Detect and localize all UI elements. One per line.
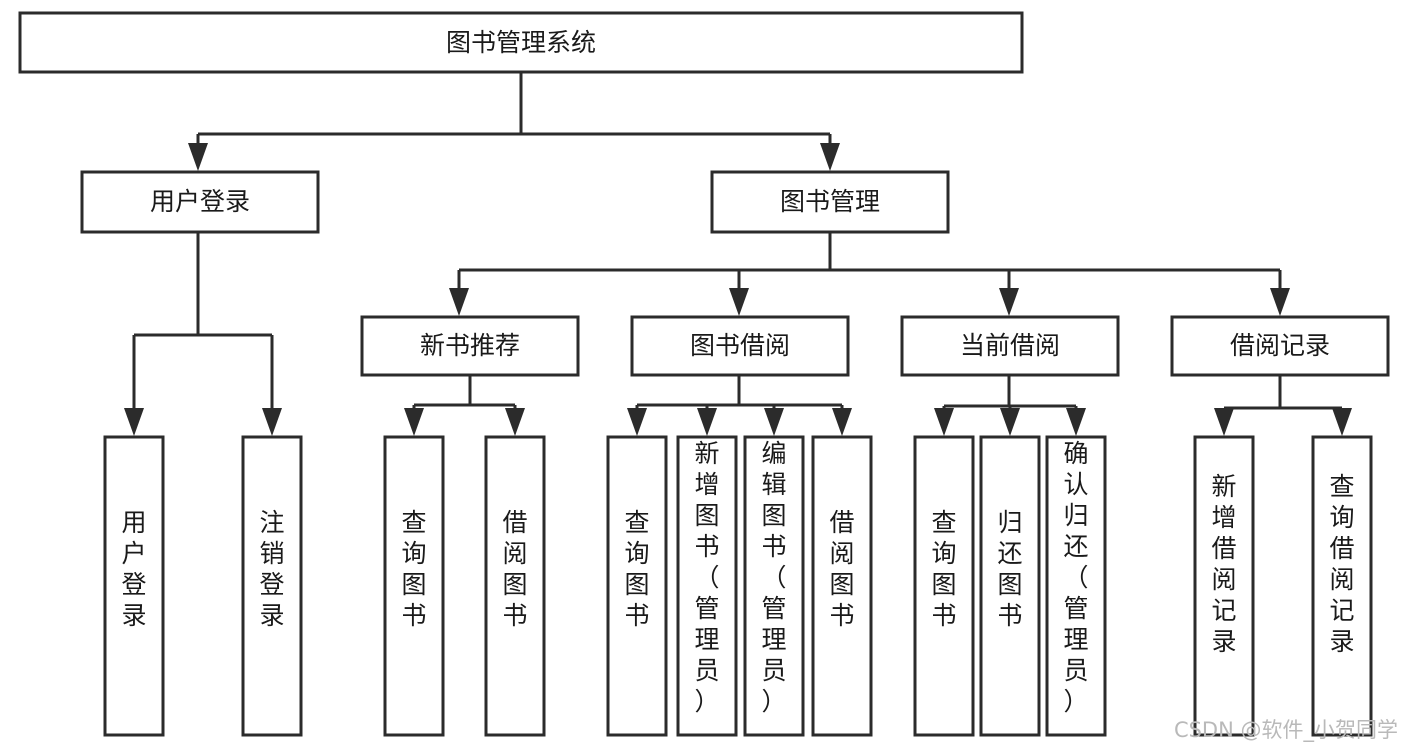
node-borrow-record[interactable]: 借阅记录: [1170, 315, 1390, 377]
node-root-label: 图书管理系统: [446, 28, 596, 57]
connector-group-book-manage: [449, 232, 1290, 316]
node-current-borrow-label: 当前借阅: [960, 331, 1060, 360]
node-borrow-record-rect[interactable]: [1170, 315, 1390, 377]
connector-group-borrow-record: [1214, 375, 1352, 436]
arrow-head-leaf-confirm-return: [1066, 408, 1086, 436]
connector-group-new-book-recommend: [404, 375, 525, 436]
node-leaf-query-book-3-rect[interactable]: [913, 435, 975, 737]
node-leaf-borrow-book-2-label: 借阅图书: [829, 508, 854, 630]
arrow-head-borrow-record: [1270, 288, 1290, 316]
node-leaf-borrow-book-2[interactable]: 借阅图书: [811, 435, 873, 737]
node-current-borrow-rect[interactable]: [900, 315, 1120, 377]
node-book-manage[interactable]: 图书管理: [710, 170, 950, 234]
node-leaf-user-logout[interactable]: 注销登录: [241, 435, 303, 737]
node-book-borrow[interactable]: 图书借阅: [630, 315, 850, 377]
node-leaf-borrow-book-1-label: 借阅图书: [502, 508, 527, 630]
arrow-head-leaf-borrow-book-2: [832, 408, 852, 436]
node-leaf-return-book[interactable]: 归还图书: [979, 435, 1041, 737]
node-leaf-user-login-label: 用户登录: [121, 508, 146, 630]
node-leaf-confirm-return-label: 确认归还（管理员）: [1063, 439, 1088, 716]
node-book-manage-rect[interactable]: [710, 170, 950, 234]
node-leaf-borrow-book-1-rect[interactable]: [484, 435, 546, 737]
arrow-head-user-login: [188, 143, 208, 171]
node-leaf-add-record-rect[interactable]: [1193, 435, 1255, 737]
node-leaf-borrow-book-2-rect[interactable]: [811, 435, 873, 737]
node-root-rect[interactable]: [18, 11, 1024, 74]
node-leaf-add-record[interactable]: 新增借阅记录: [1193, 435, 1255, 737]
arrow-head-leaf-add-book: [697, 408, 717, 436]
node-borrow-record-label: 借阅记录: [1230, 331, 1330, 360]
node-leaf-edit-book-rect[interactable]: [743, 435, 805, 737]
node-new-book-recommend[interactable]: 新书推荐: [360, 315, 580, 377]
node-book-borrow-label: 图书借阅: [690, 331, 790, 360]
node-leaf-confirm-return-rect[interactable]: [1045, 435, 1107, 737]
node-leaf-return-book-rect[interactable]: [979, 435, 1041, 737]
node-leaf-add-book-rect[interactable]: [676, 435, 738, 737]
node-leaf-add-book[interactable]: 新增图书（管理员）: [676, 435, 738, 737]
node-user-login[interactable]: 用户登录: [80, 170, 320, 234]
node-leaf-query-book-1-rect[interactable]: [383, 435, 445, 737]
arrow-head-leaf-borrow-book-1: [505, 408, 525, 436]
arrow-head-leaf-edit-book: [764, 408, 784, 436]
arrow-head-leaf-query-book-3: [934, 408, 954, 436]
node-leaf-query-book-3[interactable]: 查询图书: [913, 435, 975, 737]
node-leaf-add-book-label: 新增图书（管理员）: [694, 439, 719, 716]
node-leaf-query-book-3-label: 查询图书: [931, 508, 956, 630]
arrow-head-book-manage: [820, 143, 840, 171]
connector-group-root: [188, 72, 840, 171]
node-leaf-confirm-return[interactable]: 确认归还（管理员）: [1045, 435, 1107, 737]
node-current-borrow[interactable]: 当前借阅: [900, 315, 1120, 377]
arrow-head-leaf-user-login: [124, 408, 144, 436]
node-leaf-user-logout-rect[interactable]: [241, 435, 303, 737]
node-leaf-edit-book-label: 编辑图书（管理员）: [761, 439, 786, 716]
node-leaf-return-book-label: 归还图书: [997, 508, 1022, 630]
node-new-book-recommend-rect[interactable]: [360, 315, 580, 377]
node-book-borrow-rect[interactable]: [630, 315, 850, 377]
node-user-login-label: 用户登录: [150, 187, 250, 216]
node-leaf-query-record[interactable]: 查询借阅记录: [1311, 435, 1373, 737]
node-leaf-query-book-2[interactable]: 查询图书: [606, 435, 668, 737]
arrow-head-leaf-query-book-2: [627, 408, 647, 436]
arrow-head-leaf-return-book: [1000, 408, 1020, 436]
connector-group-user-login: [124, 232, 282, 436]
node-leaf-query-record-label: 查询借阅记录: [1329, 472, 1354, 656]
node-leaf-query-book-1-label: 查询图书: [401, 508, 426, 630]
node-leaf-user-logout-label: 注销登录: [259, 508, 284, 630]
connector-group-book-borrow: [627, 375, 852, 436]
node-user-login-rect[interactable]: [80, 170, 320, 234]
node-root[interactable]: 图书管理系统: [18, 11, 1024, 74]
arrow-head-new-book-recommend: [449, 288, 469, 316]
node-leaf-query-book-2-rect[interactable]: [606, 435, 668, 737]
node-leaf-borrow-book-1[interactable]: 借阅图书: [484, 435, 546, 737]
arrow-head-current-borrow: [999, 288, 1019, 316]
arrow-head-book-borrow: [729, 288, 749, 316]
node-book-manage-label: 图书管理: [780, 187, 880, 216]
node-leaf-edit-book[interactable]: 编辑图书（管理员）: [743, 435, 805, 737]
csdn-watermark: CSDN @软件_小贺同学: [1174, 718, 1398, 743]
node-new-book-recommend-label: 新书推荐: [420, 331, 520, 360]
connector-group-current-borrow: [934, 375, 1086, 436]
arrow-head-leaf-user-logout: [262, 408, 282, 436]
arrow-head-leaf-query-record: [1332, 408, 1352, 436]
node-leaf-query-book-1[interactable]: 查询图书: [383, 435, 445, 737]
node-leaf-add-record-label: 新增借阅记录: [1211, 472, 1236, 656]
node-leaf-query-record-rect[interactable]: [1311, 435, 1373, 737]
arrow-head-leaf-query-book-1: [404, 408, 424, 436]
node-leaf-query-book-2-label: 查询图书: [624, 508, 649, 630]
node-leaf-user-login-rect[interactable]: [103, 435, 165, 737]
arrow-head-leaf-add-record: [1214, 408, 1234, 436]
node-leaf-user-login[interactable]: 用户登录: [103, 435, 165, 737]
